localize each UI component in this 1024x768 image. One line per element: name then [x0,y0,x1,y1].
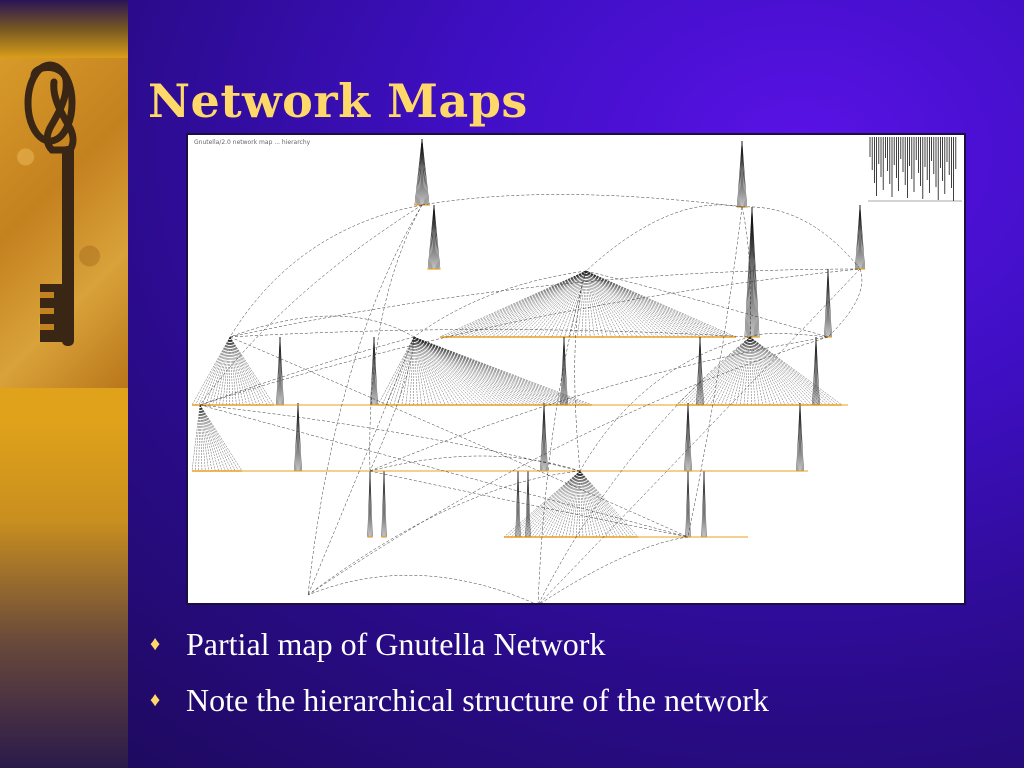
decorative-sidebar [0,0,128,768]
bullet-text: Partial map of Gnutella Network [186,626,606,662]
slide-title: Network Maps [148,74,528,128]
bullet-item: ♦ Note the hierarchical structure of the… [150,672,769,728]
diamond-bullet-icon: ♦ [150,633,161,655]
key-image [0,58,128,388]
map-caption: Gnutella/2.0 network map ... hierarchy [194,139,311,146]
diamond-bullet-icon: ♦ [150,689,161,711]
bullet-list: ♦ Partial map of Gnutella Network ♦ Note… [150,616,769,728]
gnutella-network-map: Gnutella/2.0 network map ... hierarchy [186,133,966,605]
bullet-item: ♦ Partial map of Gnutella Network [150,616,769,672]
bullet-text: Note the hierarchical structure of the n… [186,682,769,718]
network-graph-icon [191,137,962,603]
old-key-icon [24,61,77,346]
